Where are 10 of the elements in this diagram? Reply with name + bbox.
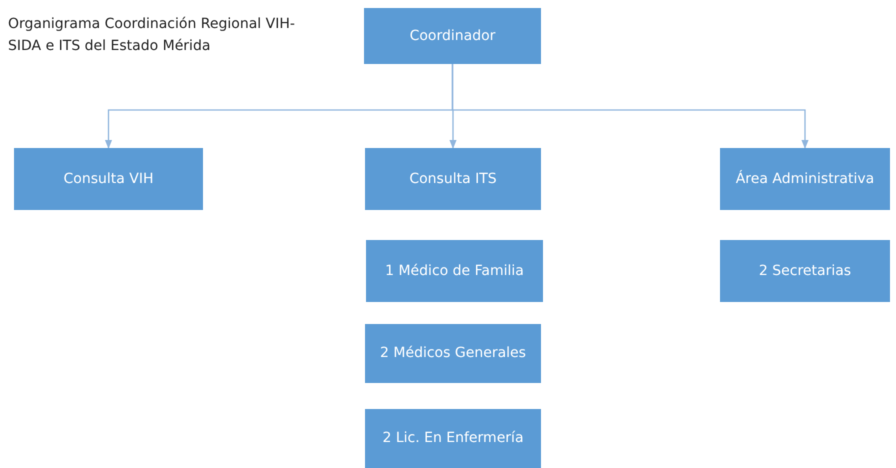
connector-arrow xyxy=(452,64,809,149)
org-box: Consulta VIH xyxy=(14,148,203,210)
org-box: 1 Médico de Familia xyxy=(366,240,543,302)
org-box: 2 Médicos Generales xyxy=(365,324,541,383)
org-box: 2 Secretarias xyxy=(720,240,890,302)
org-box: Área Administrativa xyxy=(720,148,890,210)
org-box: Consulta ITS xyxy=(365,148,541,210)
org-box: 2 Lic. En Enfermería xyxy=(365,409,541,468)
diagram-title: Organigrama Coordinación Regional VIH-SIDA e ITS del Estado Mérida xyxy=(8,15,296,56)
org-box: Coordinador xyxy=(364,8,541,64)
